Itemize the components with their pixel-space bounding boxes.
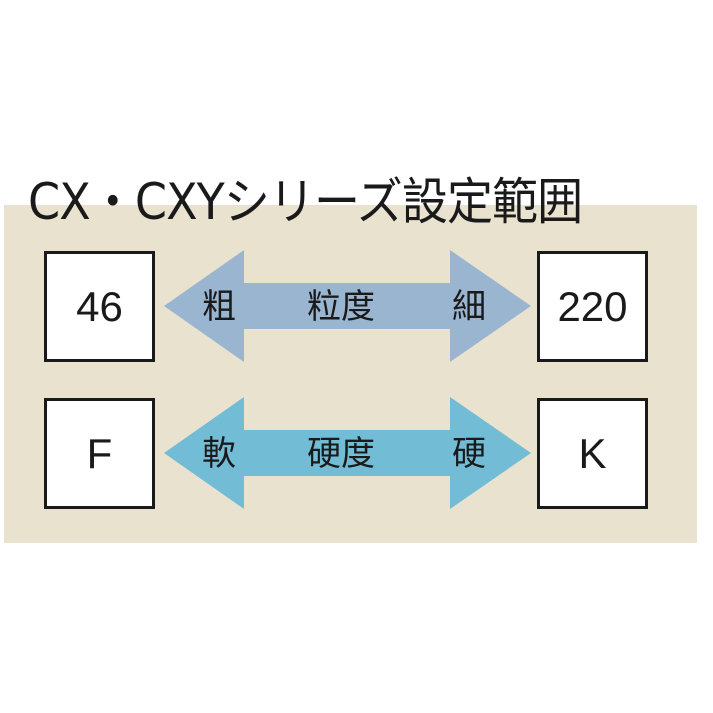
grit-fine-label: 細 <box>452 287 486 327</box>
grit-coarse-label: 粗 <box>202 287 236 327</box>
hardness-center-label: 硬度 <box>307 434 375 474</box>
hardness-min-box: F <box>44 398 155 509</box>
hardness-max-box: K <box>537 398 648 509</box>
grit-min-box: 46 <box>44 251 155 362</box>
grit-double-arrow-icon <box>164 250 531 362</box>
diagram-title: CX・CXYシリーズ設定範囲 <box>28 173 583 231</box>
grit-max-box: 220 <box>537 251 648 362</box>
grit-center-label: 粒度 <box>307 287 375 327</box>
hardness-soft-label: 軟 <box>202 434 236 474</box>
hardness-double-arrow-icon <box>164 397 531 509</box>
hardness-hard-label: 硬 <box>452 434 486 474</box>
